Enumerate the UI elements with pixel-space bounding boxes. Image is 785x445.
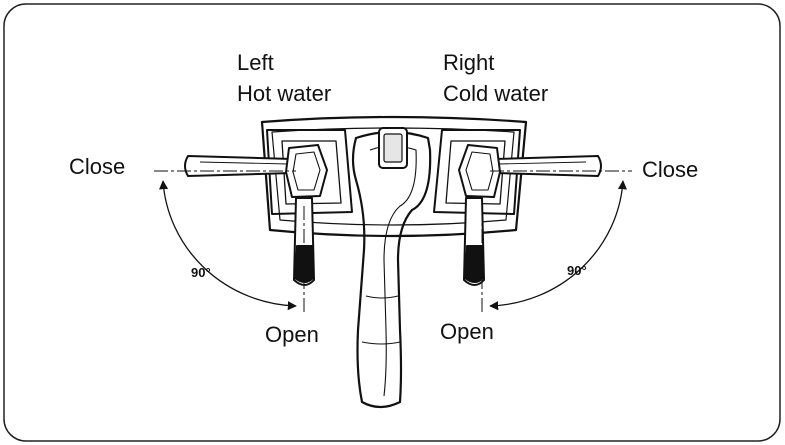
right-handle-closed [493, 155, 602, 177]
spout-aerator [378, 127, 408, 169]
left-handle-closed [184, 155, 293, 177]
left-center-lines [154, 170, 305, 312]
right-handle-open [463, 197, 485, 286]
faucet-spout [351, 130, 432, 409]
label-open-left: Open [265, 322, 319, 347]
left-rotation-arc [159, 180, 297, 311]
right-center-lines [481, 170, 632, 312]
label-close-right: Close [642, 157, 698, 182]
label-close-left: Close [69, 154, 125, 179]
diagram-frame [3, 3, 781, 442]
right-rotation-arc [489, 180, 627, 311]
label-open-right: Open [440, 319, 494, 344]
label-left: Left [237, 50, 274, 75]
label-hot-water: Hot water [237, 81, 331, 106]
label-right: Right [443, 50, 494, 75]
label-cold-water: Cold water [443, 81, 548, 106]
label-angle-left: 90° [191, 265, 211, 280]
label-angle-right: 90° [567, 263, 587, 278]
